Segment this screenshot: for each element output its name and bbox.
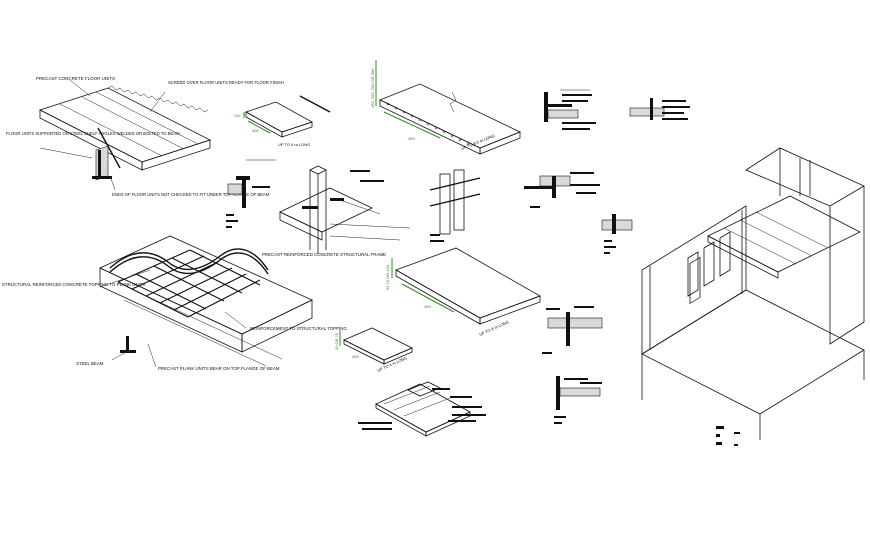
dim-slab3-width: 400: [424, 304, 431, 309]
dim-slab4-width: 400: [352, 354, 359, 359]
dim-slab1-depth: 110: [234, 113, 241, 118]
dim-slab2-length: UP TO 8.5 m LONG: [461, 133, 496, 151]
detail-building-isometric: [641, 147, 865, 446]
detail-slab-75: 40 OR 75 400 UP TO 4 m LONG: [334, 327, 413, 373]
detail-precast-floor-units: PRECAST CONCRETE FLOOR UNITS SCREED OVER…: [6, 76, 284, 197]
dim-slab2-width: 400: [408, 136, 415, 141]
detail-structural-topping: STRUCTURAL REINFORCED CONCRETE TOPPING T…: [2, 235, 347, 371]
dim-slab3-length: UP TO 8 m LONG: [478, 319, 509, 337]
dim-slab2-depth: 150, 200, 250 OR 300: [370, 68, 375, 108]
label-plank-units-bear: PRECAST PLANK UNITS BEAR ON TOP FLANGE O…: [158, 366, 280, 371]
hollow-core-voids: [386, 102, 470, 146]
detail-slab-100: 65,75 OR 100 400 UP TO 8 m LONG: [385, 247, 541, 337]
detail-beam-column-joint: [429, 169, 481, 242]
label-steel-beam: STEEL BEAM: [76, 361, 104, 366]
detail-hollow-core-slab: 150, 200, 250 OR 300 400 UP TO 8.5 m LON…: [370, 60, 521, 155]
detail-slab-110: 110 400 UP TO 6 m LONG: [234, 95, 331, 147]
detail-slab-bearing-sections: [524, 172, 633, 254]
label-precast-floor-units: PRECAST CONCRETE FLOOR UNITS: [36, 76, 115, 81]
label-ends-floor-units: ENDS OF FLOOR UNITS NOT CHECKED TO FIT U…: [112, 192, 270, 197]
detail-shelf-sections: [542, 306, 603, 424]
label-floor-units-supported: FLOOR UNITS SUPPORTED ON STEEL SHELF ANG…: [6, 131, 180, 136]
dim-slab3-depth: 65,75 OR 100: [385, 264, 390, 290]
label-structural-topping: STRUCTURAL REINFORCED CONCRETE TOPPING T…: [2, 282, 146, 287]
label-precast-frame: PRECAST REINFORCED CONCRETE STRUCTURAL F…: [262, 252, 386, 257]
detail-precast-frame: PRECAST REINFORCED CONCRETE STRUCTURAL F…: [226, 159, 411, 257]
dim-slab4-depth: 40 OR 75: [334, 332, 339, 350]
dim-slab1-length: UP TO 6 m LONG: [278, 142, 310, 147]
label-screed: SCREED OVER FLOOR UNITS READY FOR FLOOR …: [168, 80, 284, 85]
detail-plank-opening: [358, 381, 486, 437]
dim-slab4-length: UP TO 4 m LONG: [376, 355, 407, 373]
dim-slab1-width: 400: [252, 128, 259, 133]
detail-bearing-sections: [544, 89, 690, 130]
label-reinforcement-topping: REINFORCEMENT TO STRUCTURAL TOPPING: [250, 326, 347, 331]
